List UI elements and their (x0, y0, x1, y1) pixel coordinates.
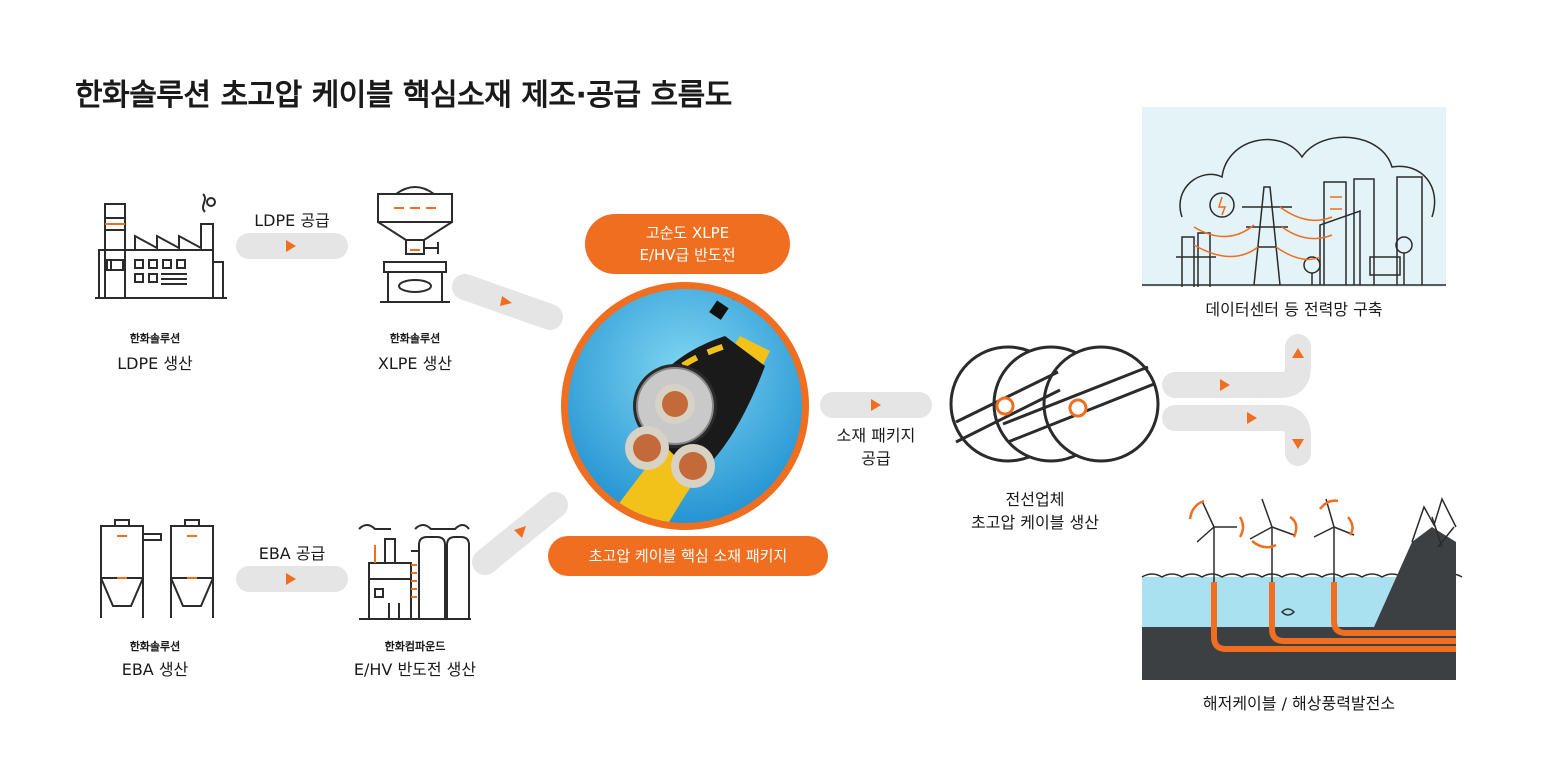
ldpe-supply-label: LDPE 공급 (254, 211, 330, 230)
xlpe-company: 한화솔루션 (389, 332, 441, 345)
bottom-package-badge: 초고압 케이블 핵심 소재 패키지 (548, 536, 828, 576)
factory-icon (95, 193, 227, 299)
cable-maker-label: 전선업체 초고압 케이블 생산 (971, 490, 1099, 532)
eba-stage-label: EBA 생산 (121, 660, 189, 679)
power-grid-city-icon (1142, 107, 1446, 287)
split-arrows (1162, 334, 1311, 466)
arrow-right-icon (286, 573, 296, 585)
arrow-right-icon (286, 240, 296, 252)
xlpe-to-package-arrow (452, 274, 563, 330)
page-title: 한화솔루션 초고압 케이블 핵심소재 제조·공급 흐름도 (75, 78, 732, 113)
eba-company: 한화솔루션 (129, 640, 181, 653)
ldpe-stage-label: LDPE 생산 (117, 354, 193, 373)
top-badge-line2: E/HV급 반도전 (639, 246, 736, 264)
ehv-company: 한화컴파운드 (384, 640, 446, 653)
xlpe-stage-label: XLPE 생산 (377, 354, 453, 373)
offshore-label: 해저케이블 / 해상풍력발전소 (1202, 694, 1396, 713)
ehv-stage-label: E/HV 반도전 생산 (353, 660, 477, 679)
cable-cross-section-icon (561, 282, 809, 530)
ehv-to-package-arrow (472, 492, 568, 575)
chemical-plant-icon (358, 524, 471, 620)
silo-icon (100, 519, 214, 618)
eba-supply-label: EBA 공급 (258, 544, 326, 563)
datacenter-label: 데이터센터 등 전력망 구축 (1205, 300, 1383, 319)
top-material-badge: 고순도 XLPE E/HV급 반도전 (585, 214, 790, 274)
offshore-wind-icon (1141, 487, 1463, 680)
cable-drum-icon (949, 345, 1160, 463)
arrow-right-icon (871, 399, 881, 411)
reactor-icon (377, 186, 453, 303)
ldpe-company: 한화솔루션 (129, 332, 181, 345)
package-supply-label: 소재 패키지 공급 (836, 426, 916, 468)
top-badge-line1: 고순도 XLPE (645, 224, 730, 242)
